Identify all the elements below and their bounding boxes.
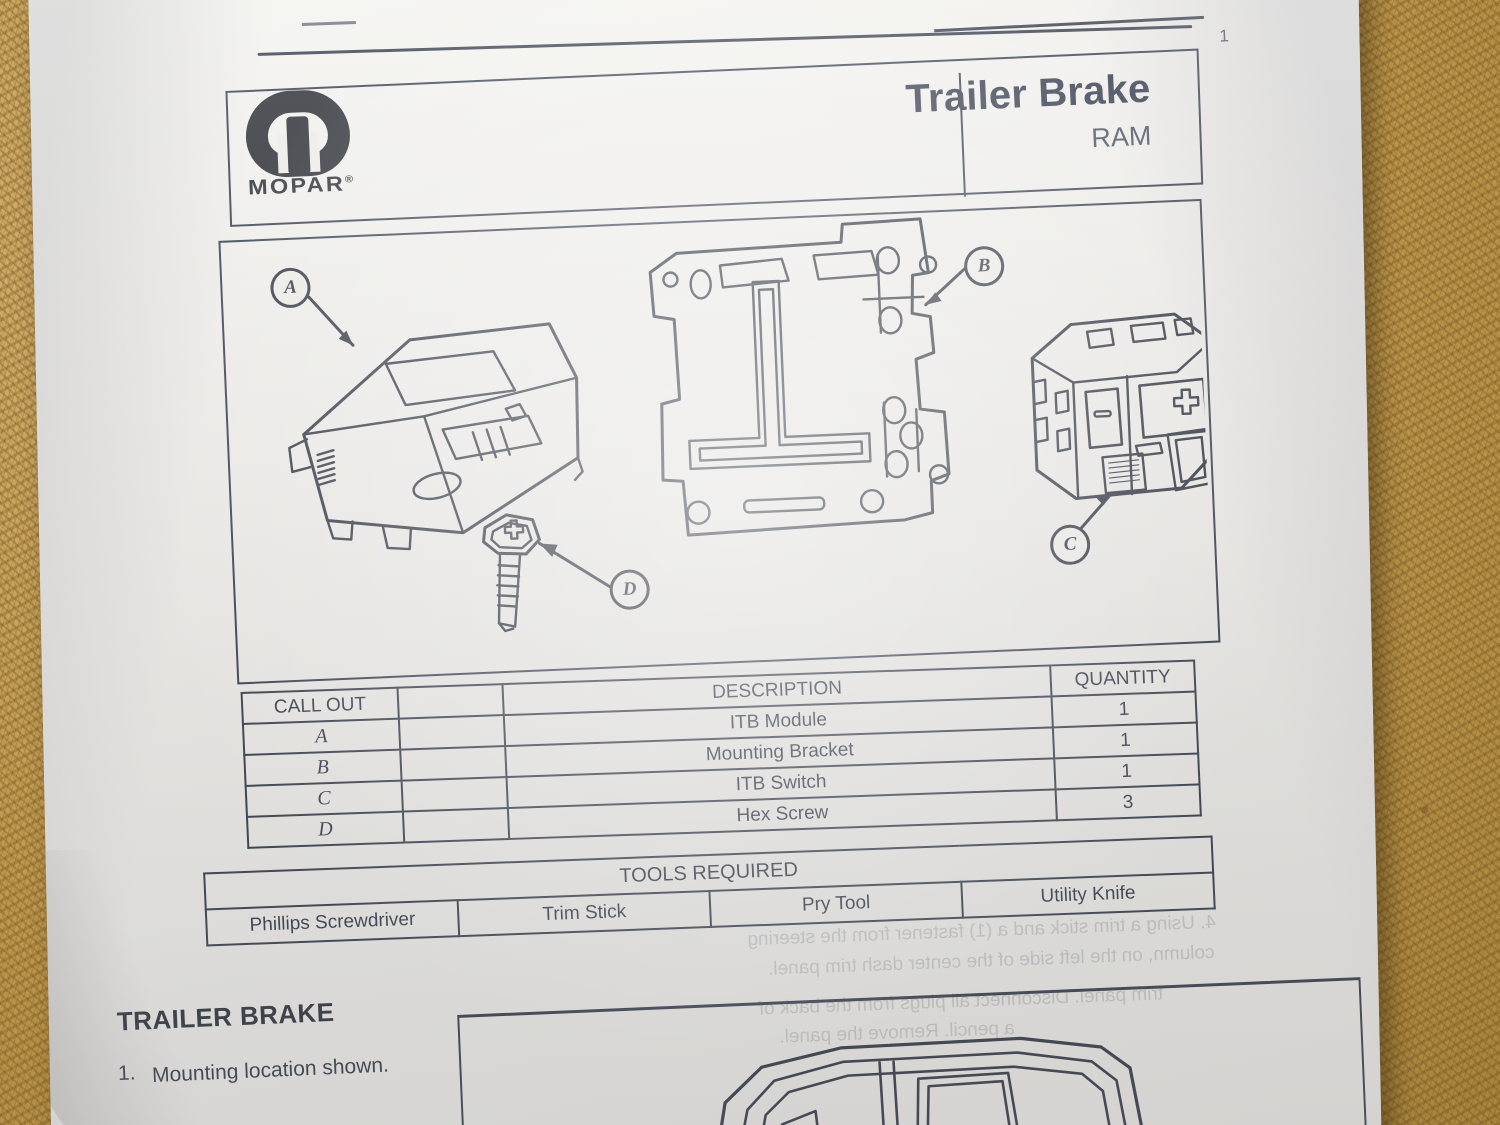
cell-quantity: 1 — [1053, 753, 1200, 790]
itb-switch-drawing — [1030, 312, 1218, 500]
callout-b-leader — [924, 267, 966, 307]
section-title: TRAILER BRAKE — [116, 996, 335, 1037]
top-tick-mark — [301, 20, 356, 26]
step-text: Mounting location shown. — [151, 1053, 390, 1088]
parts-illustration-box: A B C D — [218, 198, 1221, 685]
cell-spacer — [399, 746, 507, 781]
callout-d-leader — [538, 541, 612, 589]
header-spacer — [397, 684, 505, 719]
cell-quantity: 1 — [1052, 722, 1199, 759]
cell-quantity: 1 — [1051, 691, 1197, 728]
itb-module-drawing — [288, 322, 584, 551]
hex-screw-drawing — [482, 513, 541, 633]
mounting-bracket-drawing — [648, 217, 951, 537]
top-horizontal-rule — [257, 25, 1193, 56]
cell-quantity: 3 — [1055, 784, 1201, 821]
mopar-logo: MOPAR® — [244, 87, 389, 209]
mounting-location-box — [457, 977, 1368, 1125]
mopar-omega-icon — [244, 88, 352, 179]
parts-illustration: A B C D — [220, 201, 1218, 682]
parts-table: CALL OUT DESCRIPTION QUANTITY A ITB Modu… — [241, 660, 1202, 849]
mopar-wordmark: MOPAR® — [247, 172, 356, 200]
callout-a-leader — [307, 295, 355, 347]
cell-spacer — [402, 807, 510, 843]
cell-spacer — [398, 715, 506, 750]
header-quantity: QUANTITY — [1049, 660, 1196, 697]
page-number: 1 — [1219, 26, 1230, 46]
step-number: 1. — [117, 1061, 136, 1086]
sheet-content: 1 MOPAR® Trailer Brake RAM — [28, 0, 1381, 1125]
cell-spacer — [401, 777, 509, 812]
cell-call-out: D — [246, 811, 404, 848]
mopar-wordmark-text: MOPAR — [247, 172, 346, 200]
parts-line-art — [288, 217, 1218, 633]
instruction-sheet: 1 MOPAR® Trailer Brake RAM — [28, 0, 1382, 1125]
truck-cab-drawing — [714, 1036, 1147, 1125]
